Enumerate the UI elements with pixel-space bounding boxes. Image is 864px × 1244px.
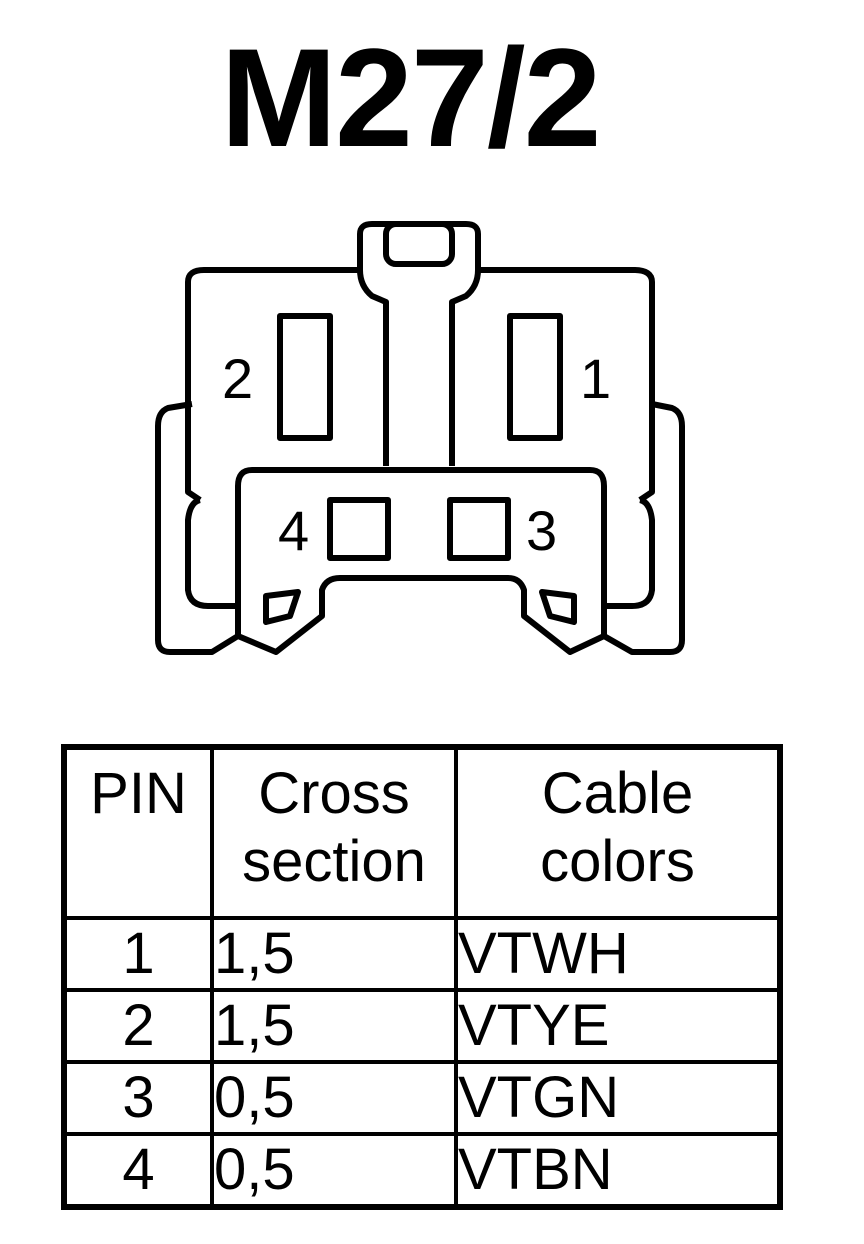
connector-left-rib — [185, 497, 238, 609]
header-cross-section-line-1: Cross — [258, 761, 410, 826]
table-row: 2 1,5 VTYE — [62, 988, 782, 1064]
cell-cross-section: 0,5 — [210, 1060, 458, 1136]
pin-1-slot — [507, 313, 563, 441]
pin-label-1: 1 — [580, 347, 611, 410]
header-cable-colors-line-2: colors — [540, 829, 695, 894]
pin-label-3: 3 — [526, 499, 557, 562]
pin-4-slot — [327, 497, 391, 561]
connector-left-flange — [155, 401, 240, 655]
pin-2-slot — [277, 313, 333, 441]
cell-pin: 3 — [62, 1060, 214, 1136]
header-cross-section: Cross section — [210, 745, 458, 920]
connector-latch — [357, 269, 389, 466]
header-cable-colors: Cable colors — [454, 745, 782, 920]
connector-tab-left — [263, 589, 301, 625]
cell-cable-color: VTBN — [454, 1132, 782, 1209]
connector-latch-right — [449, 269, 481, 466]
connector-latch-top — [383, 221, 455, 267]
diagram-title: M27/2 — [220, 19, 601, 176]
connector-diagram: 1 2 3 4 — [155, 221, 685, 655]
header-cross-section-line-2: section — [242, 829, 426, 894]
cell-pin: 2 — [62, 988, 214, 1064]
table-row: 3 0,5 VTGN — [62, 1060, 782, 1136]
cell-cable-color: VTWH — [454, 916, 782, 992]
cell-cross-section: 0,5 — [210, 1132, 458, 1209]
cell-cable-color: VTGN — [454, 1060, 782, 1136]
cell-pin: 4 — [62, 1132, 214, 1209]
cell-pin: 1 — [62, 916, 214, 992]
header-pin: PIN — [62, 745, 214, 920]
connector-right-rib — [604, 497, 655, 609]
pin-label-4: 4 — [278, 499, 309, 562]
connector-lower-insert — [235, 467, 607, 655]
connector-right-flange — [602, 401, 685, 655]
pin-table-header-row: PIN Cross section Cable colors — [62, 745, 782, 920]
cell-cable-color: VTYE — [454, 988, 782, 1064]
table-row: 1 1,5 VTWH — [62, 916, 782, 992]
header-cable-colors-line-1: Cable — [541, 761, 694, 826]
cell-cross-section: 1,5 — [210, 916, 458, 992]
pin-3-slot — [447, 497, 511, 561]
connector-tab-right — [539, 589, 577, 625]
pin-label-2: 2 — [222, 347, 253, 410]
pin-table: PIN Cross section Cable colors 1 1,5 VTW… — [61, 744, 783, 1210]
header-pin-label: PIN — [90, 761, 187, 826]
table-row: 4 0,5 VTBN — [62, 1132, 782, 1209]
cell-cross-section: 1,5 — [210, 988, 458, 1064]
